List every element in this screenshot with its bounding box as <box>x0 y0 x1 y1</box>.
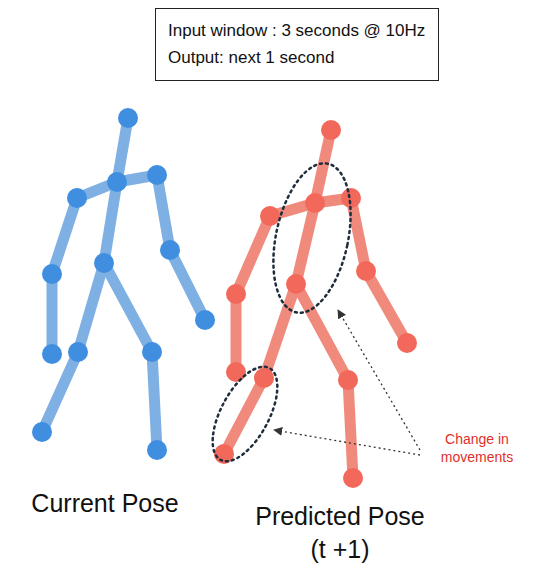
skeleton-joint <box>356 261 376 281</box>
skeleton-joint <box>341 188 361 208</box>
skeleton-joint <box>94 253 114 273</box>
info-box: Input window : 3 seconds @ 10HzOutput: n… <box>155 8 439 81</box>
skeleton-joint <box>67 188 87 208</box>
skeleton-bone <box>296 203 315 284</box>
skeleton-bone <box>296 284 348 380</box>
skeleton-bone <box>236 216 270 294</box>
skeleton-joint <box>42 264 62 284</box>
skeleton-bone <box>104 263 152 352</box>
skeleton-bone <box>224 378 264 454</box>
skeleton-joint <box>321 120 341 140</box>
skeleton-joint <box>142 342 162 362</box>
box-text: Input window : 3 seconds @ 10Hz <box>168 17 426 44</box>
skeleton-joint <box>32 422 52 442</box>
skeleton-joint <box>305 193 325 213</box>
box-text: Output: next 1 second <box>168 44 426 71</box>
skeleton-joint <box>147 165 167 185</box>
skeleton-bone <box>351 198 366 271</box>
highlight-ellipse <box>261 156 363 320</box>
skeleton-bone <box>104 182 117 263</box>
callout-label: Change in movements <box>427 430 527 466</box>
skeleton-joint <box>286 274 306 294</box>
skeleton-bone <box>157 175 170 250</box>
skeleton-bone <box>264 284 296 378</box>
current-skeleton <box>32 108 215 460</box>
skeleton-joint <box>338 370 358 390</box>
skeleton-bone <box>366 271 407 343</box>
skeleton-joint <box>147 440 167 460</box>
skeleton-bone <box>52 198 77 274</box>
skeleton-joint <box>118 108 138 128</box>
skeleton-joint <box>195 310 215 330</box>
skeleton-bone <box>170 250 205 320</box>
skeleton-bone <box>231 294 242 372</box>
skeleton-joint <box>226 362 246 382</box>
figure-caption: Predicted Pose (t +1) <box>252 500 428 565</box>
skeleton-bone <box>152 352 157 450</box>
highlight-ellipse <box>199 357 290 471</box>
skeleton-bone <box>348 380 353 478</box>
skeleton-bone <box>78 263 104 352</box>
skeleton-joint <box>397 333 417 353</box>
leader-arrow <box>274 430 420 455</box>
skeleton-joint <box>68 342 88 362</box>
predicted-skeleton <box>214 120 417 488</box>
skeleton-bone <box>315 130 331 203</box>
figure-caption: Current Pose <box>10 487 200 520</box>
skeleton-joint <box>160 240 180 260</box>
leader-arrow <box>338 310 420 450</box>
skeleton-joint <box>260 206 280 226</box>
skeleton-joint <box>42 344 62 364</box>
skeleton-joint <box>226 284 246 304</box>
skeleton-joint <box>107 172 127 192</box>
skeleton-joint <box>254 368 274 388</box>
skeleton-joint <box>343 468 363 488</box>
skeleton-bone <box>42 352 78 432</box>
skeleton-bone <box>47 274 58 354</box>
